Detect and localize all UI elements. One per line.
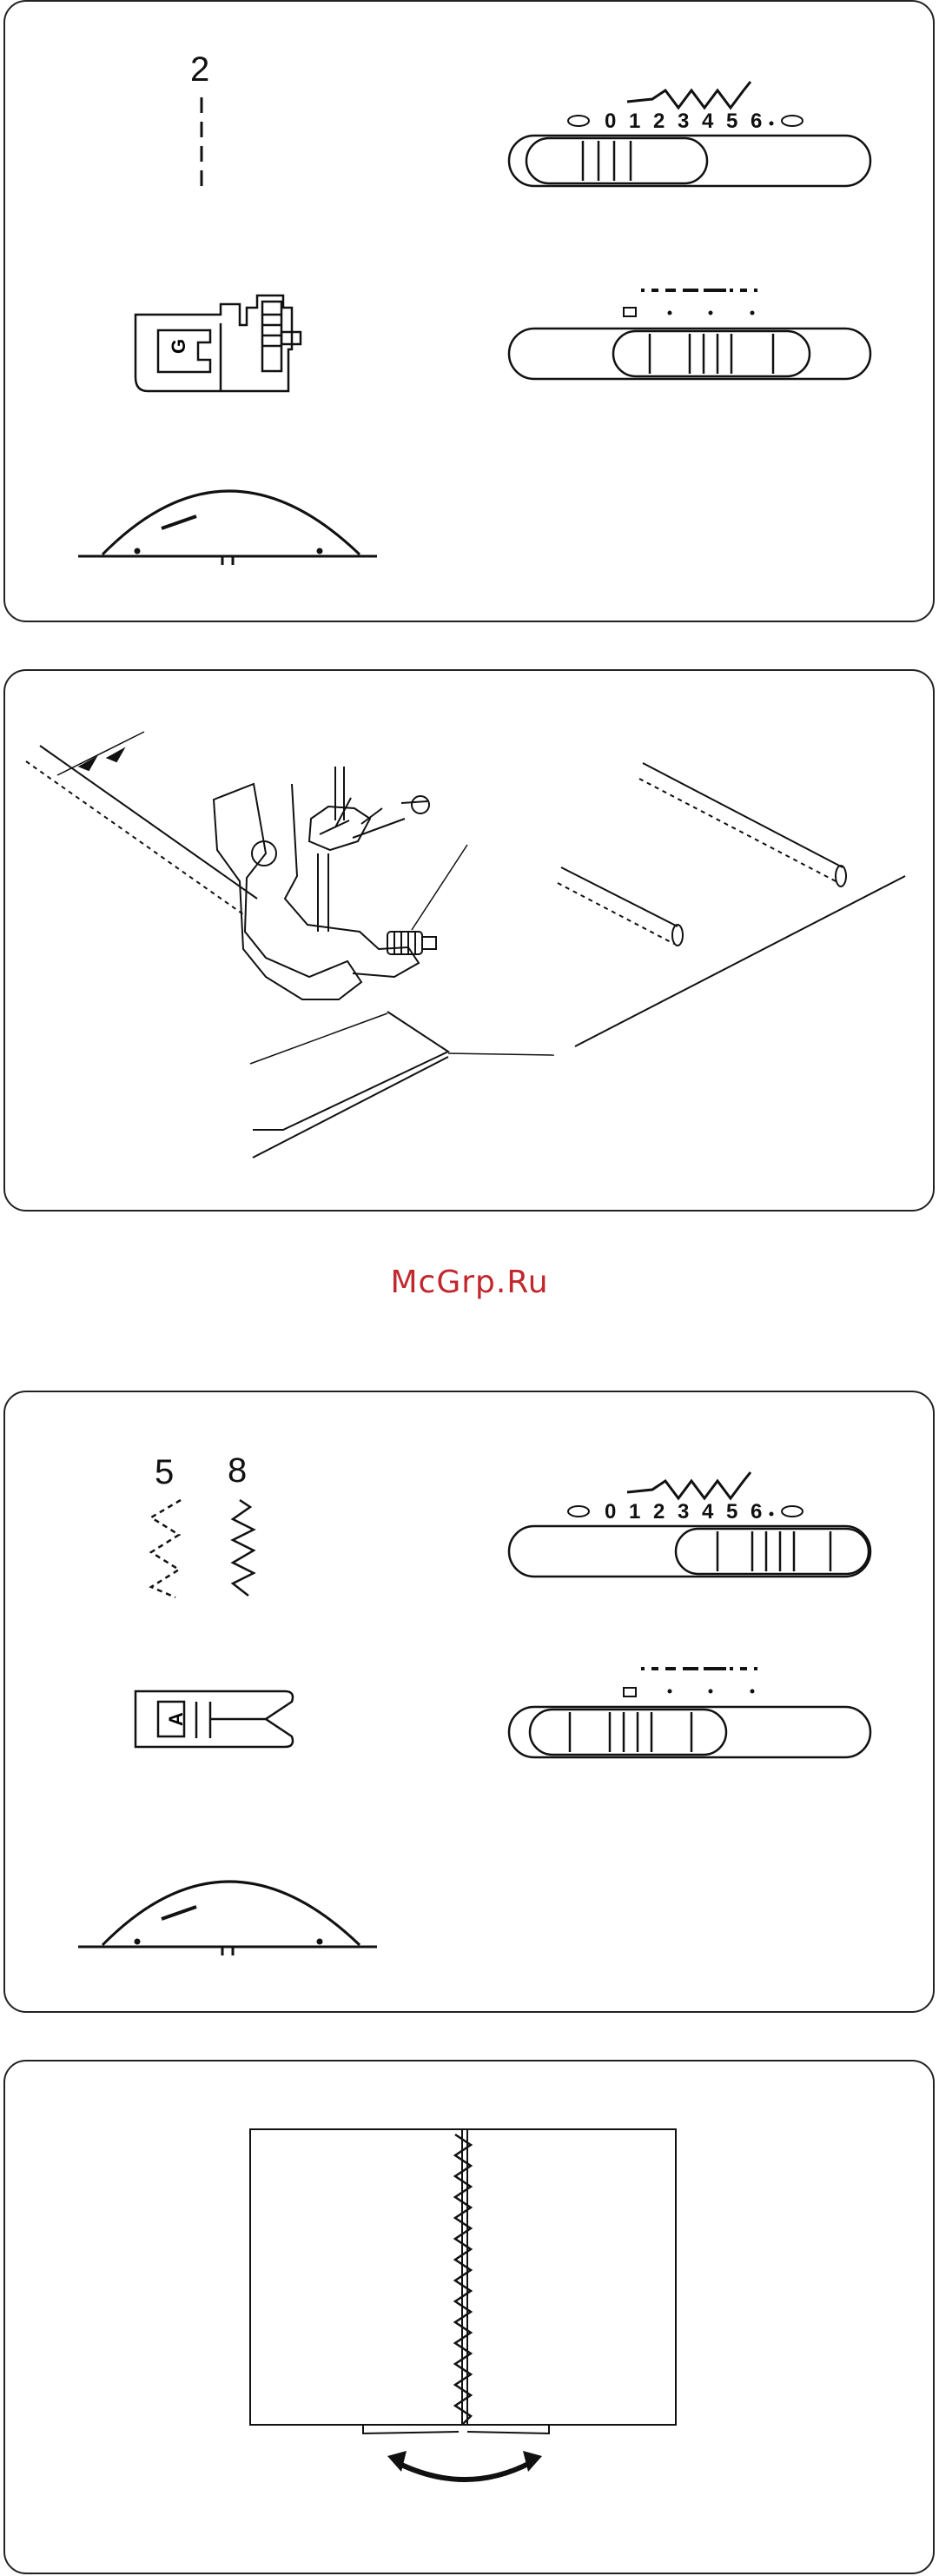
width-dial-number: 2 (653, 110, 665, 133)
buttonhole-indicator-icon (624, 308, 636, 316)
width-dial-number: 6 (751, 1500, 762, 1524)
stitch-length-dial (509, 290, 870, 379)
settings-panel-2: 0 1 2 3 4 5 6 (3, 1391, 935, 2013)
settings-panel-1-drawing: 0 1 2 3 4 5 6 (5, 2, 936, 624)
stitch-pattern-number-5: 5 (155, 1453, 174, 1492)
width-dial-number: 5 (726, 1500, 737, 1524)
presser-foot-letter: A (165, 1712, 187, 1726)
width-dial-number: 5 (726, 110, 737, 133)
width-dial-number: 3 (678, 110, 689, 133)
max-indicator-icon (782, 1506, 803, 1517)
seam-illustration-panel (3, 2060, 935, 2574)
zigzag-symbol-icon (627, 82, 751, 108)
stitch-pattern-number: 2 (190, 50, 209, 90)
stitch-pattern-number-8: 8 (228, 1451, 247, 1490)
buttonhole-indicator-icon (624, 1688, 636, 1696)
stitch-width-dial (509, 1472, 870, 1577)
width-dial-number: 4 (702, 1500, 714, 1524)
stitch-width-dial (509, 82, 870, 186)
width-dial-number: 1 (629, 110, 640, 133)
length-dial-knob (530, 1710, 726, 1755)
zigzag-symbol-icon (627, 1472, 751, 1498)
hem-illustration-panel (3, 669, 935, 1212)
watermark: McGrp.Ru (0, 1265, 939, 1300)
fabric-stitch-line (26, 761, 243, 914)
width-dial-number: 4 (702, 110, 714, 133)
width-dial-number: 0 (605, 1500, 616, 1524)
zigzag-stitch-icon (151, 1500, 181, 1597)
seam-joining-illustration (5, 2061, 936, 2576)
width-dial-number: 2 (653, 1500, 665, 1524)
open-seam-arrow-icon (398, 2463, 530, 2480)
blind-hem-illustration (5, 671, 936, 1213)
thread-tension-gauge-icon (78, 1882, 377, 1955)
stitch-length-dial (509, 1669, 870, 1757)
settings-panel-1: 0 1 2 3 4 5 6 (3, 0, 935, 622)
width-dial-knob (526, 138, 707, 183)
length-dial-knob (613, 331, 810, 376)
width-dial-number: 0 (605, 110, 616, 133)
blind-hem-foot-g-icon (136, 295, 301, 391)
width-dial-number: 6 (751, 110, 762, 133)
settings-panel-2-drawing: 0 1 2 3 4 5 6 (5, 1392, 936, 2015)
fabric-fold-edge (40, 746, 257, 899)
width-dial-number: 1 (629, 1500, 640, 1524)
thread-tension-gauge-icon (78, 491, 377, 565)
max-indicator-icon (782, 116, 803, 126)
min-indicator-icon (568, 116, 589, 126)
min-indicator-icon (568, 1506, 589, 1517)
multi-zigzag-stitch-icon (233, 1500, 254, 1596)
presser-foot-letter: G (168, 339, 189, 354)
zigzag-foot-a-icon (136, 1691, 293, 1747)
width-dial-number: 3 (678, 1500, 689, 1524)
width-dial-knob (676, 1529, 869, 1574)
